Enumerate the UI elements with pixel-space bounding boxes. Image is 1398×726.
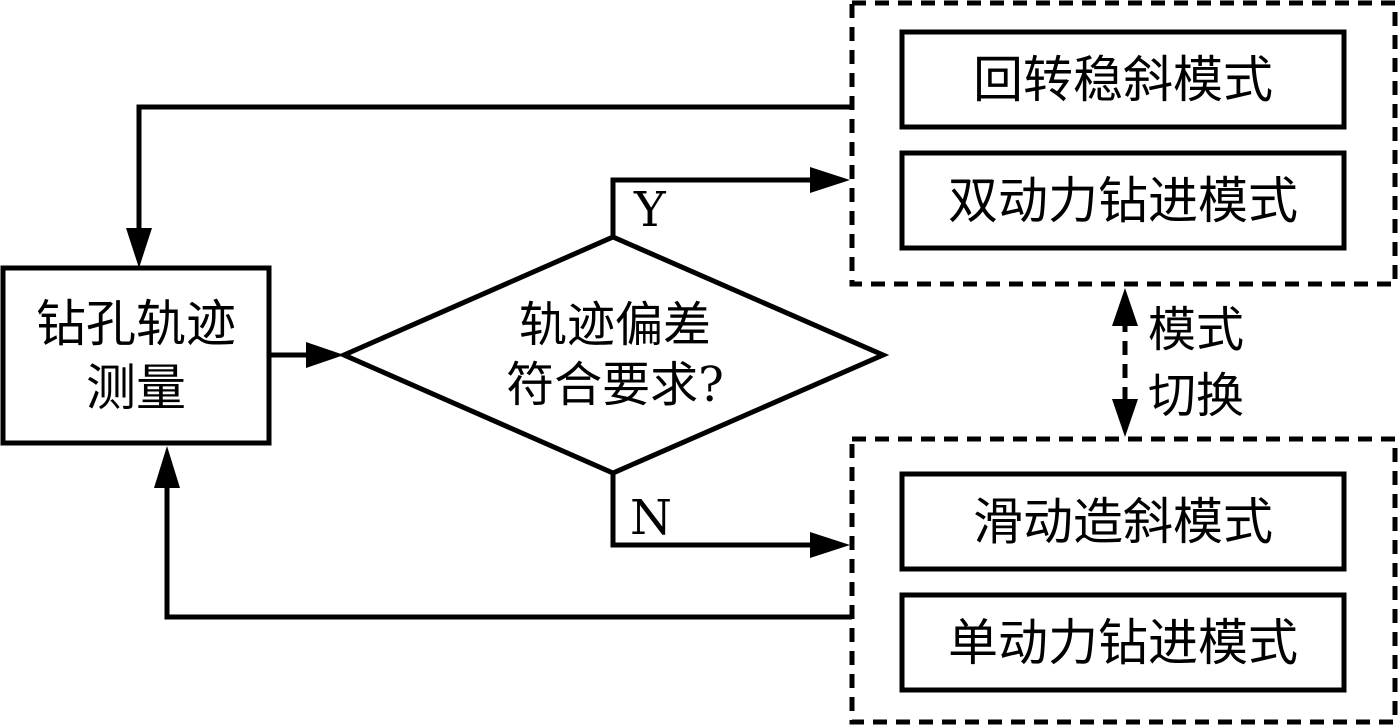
lower-feedback-line — [164, 486, 852, 620]
lower-mode1-box — [899, 471, 1347, 572]
upper-mode1-label: 回转稳斜模式 — [973, 50, 1273, 109]
upper-feedback-line — [136, 104, 852, 230]
upper-mode-group — [849, 0, 1398, 287]
measure-box-line2: 测量 — [86, 358, 186, 417]
upper-mode2-box — [899, 150, 1347, 251]
upper-feedback-arrowhead — [126, 228, 152, 268]
decision-line2: 符合要求? — [506, 357, 724, 413]
mode-switch-arrowhead-down — [1112, 399, 1138, 437]
measure-box-line1: 钻孔轨迹 — [36, 294, 236, 353]
yes-branch-line — [610, 177, 812, 237]
no-branch-line — [610, 473, 812, 548]
decision-diamond — [337, 234, 890, 476]
yes-branch-arrowhead — [810, 167, 850, 193]
measure-box-label: 钻孔轨迹 测量 — [3, 268, 269, 443]
lower-mode2-label: 单动力钻进模式 — [948, 613, 1298, 672]
mode-switch-arrowhead-up — [1112, 288, 1138, 326]
measure-box — [0, 265, 272, 446]
mode-switch-line2: 切换 — [1148, 368, 1245, 424]
yes-label: Y — [634, 182, 666, 238]
no-label: N — [630, 490, 672, 546]
lower-feedback-arrowhead — [154, 446, 180, 488]
upper-mode2-label: 双动力钻进模式 — [948, 171, 1298, 230]
no-branch-arrowhead — [810, 532, 850, 558]
mode-switch-label: 模式 切换 — [1148, 298, 1278, 428]
upper-mode1-box — [899, 29, 1347, 130]
decision-line1: 轨迹偏差 — [518, 297, 711, 353]
lower-mode1-label: 滑动造斜模式 — [973, 492, 1273, 551]
arrowhead-to-decision — [306, 342, 344, 368]
decision-label: 轨迹偏差 符合要求? — [470, 285, 760, 425]
lower-mode2-box — [899, 592, 1347, 693]
mode-switch-line1: 模式 — [1148, 302, 1245, 358]
